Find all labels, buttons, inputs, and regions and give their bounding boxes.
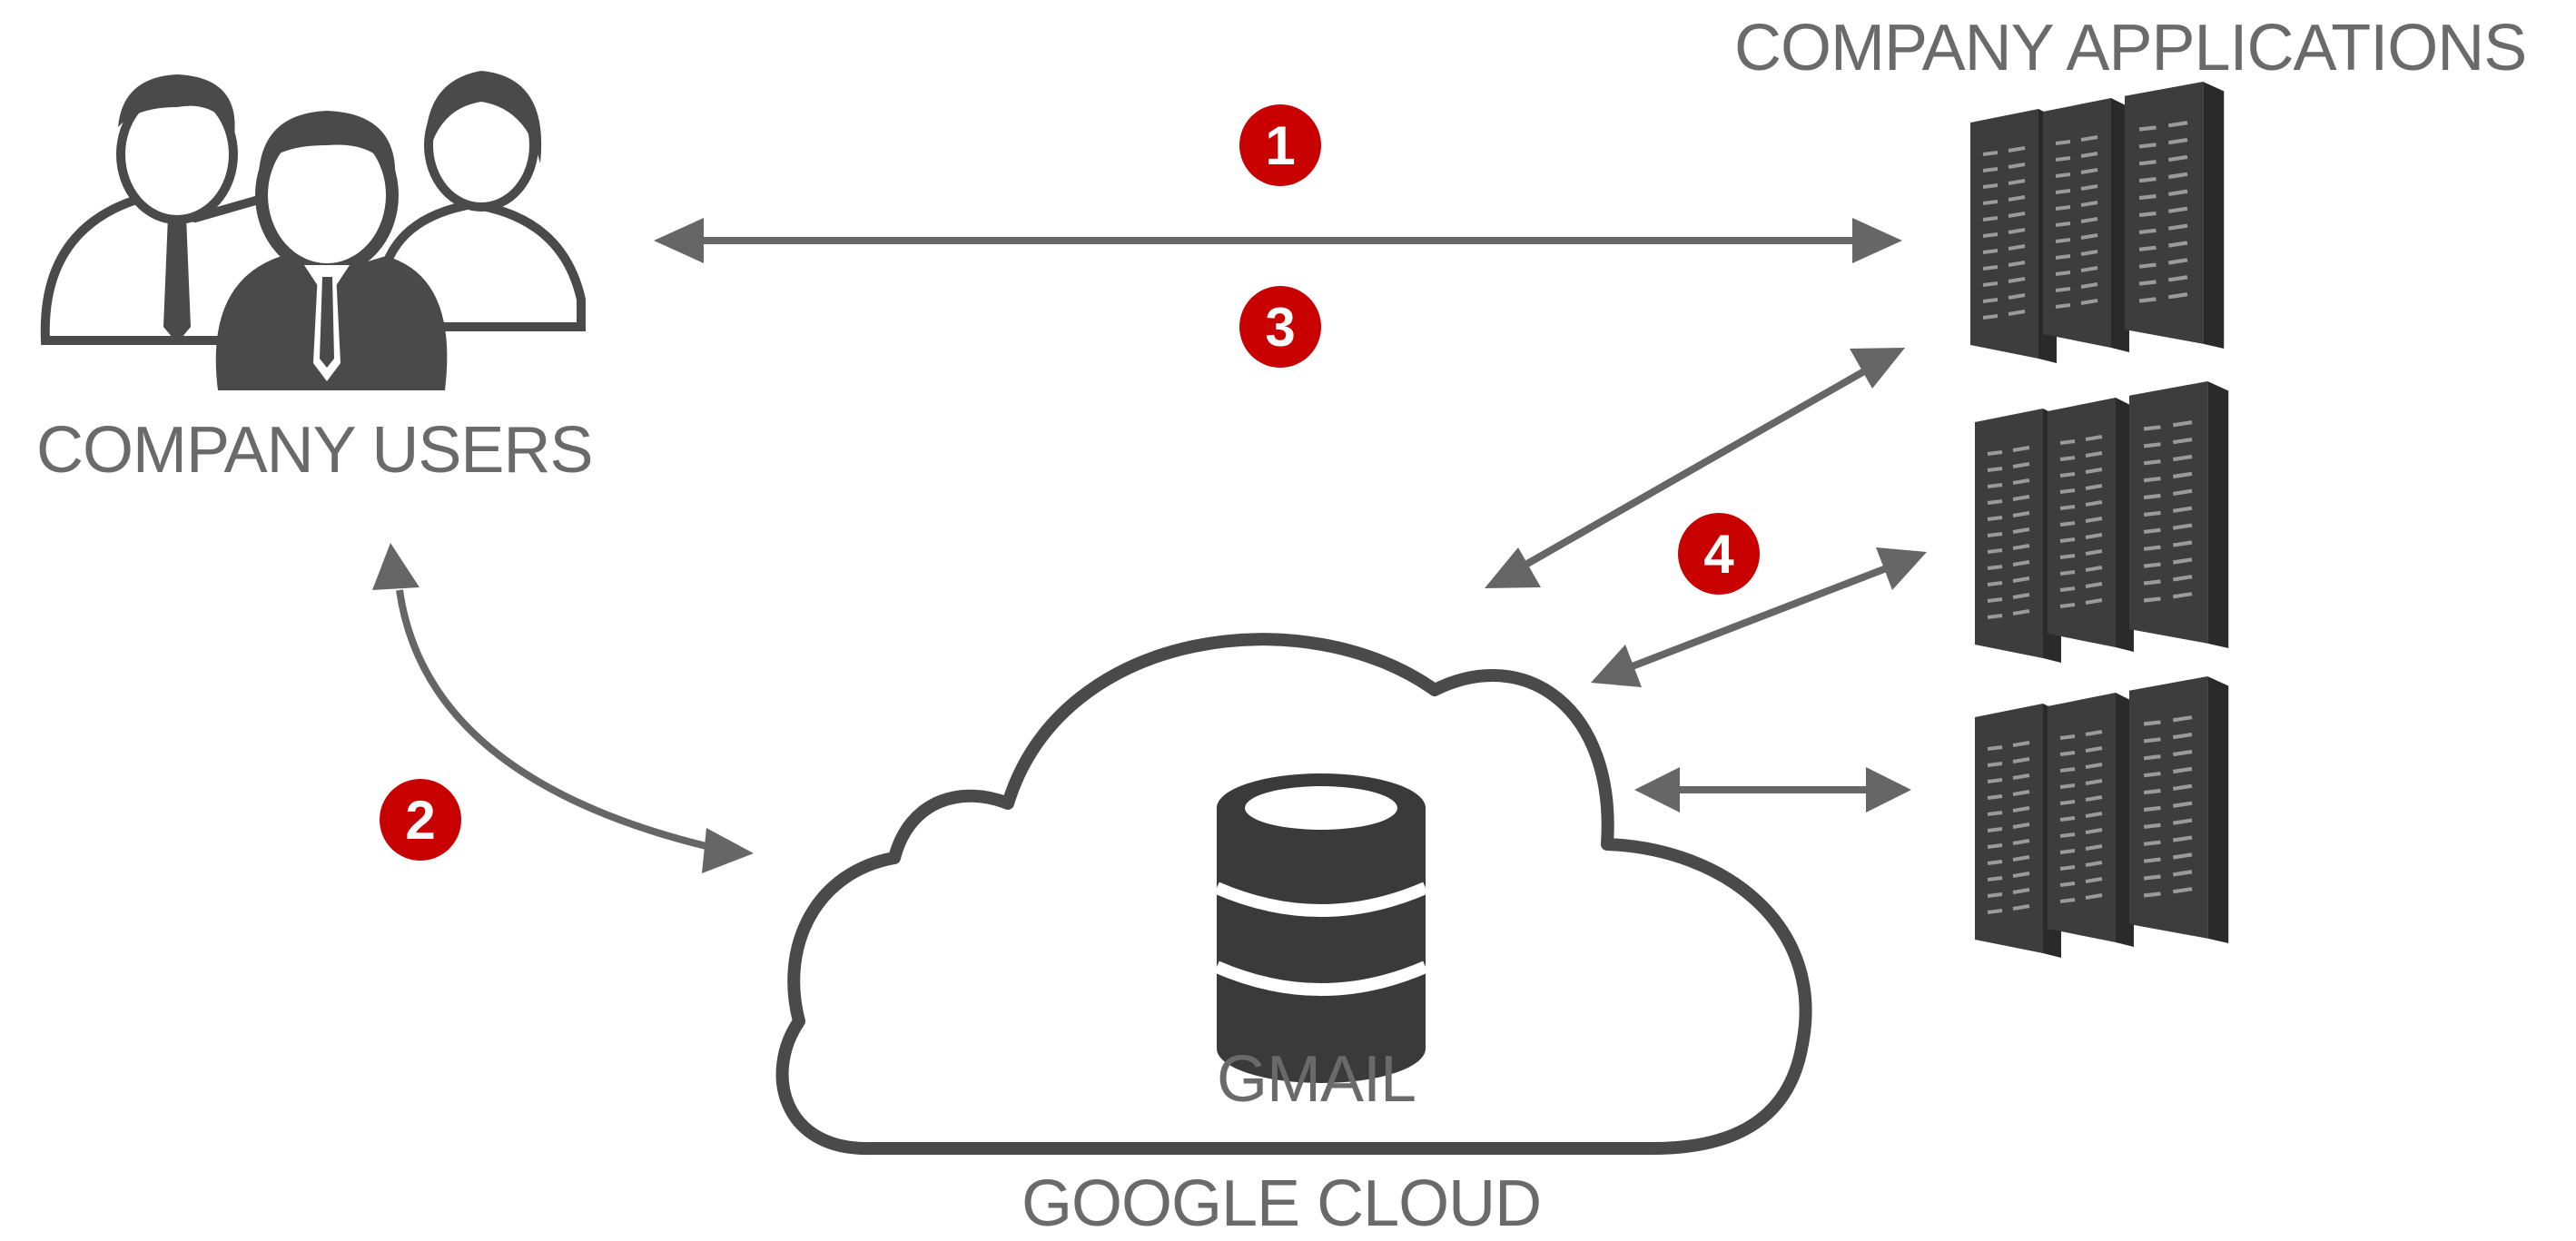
server-rack-icon (1975, 676, 2228, 958)
step-badge-2: 2 (380, 779, 461, 861)
arrow-cloud-app-1 (1519, 364, 1872, 571)
server-rack-icon (1975, 381, 2228, 663)
company-applications-label: COMPANY APPLICATIONS (1734, 12, 2527, 84)
step-badge-4: 4 (1678, 513, 1760, 595)
step-badge-3: 3 (1239, 286, 1321, 368)
gmail-label: GMAIL (1217, 1043, 1416, 1116)
google-cloud-label: GOOGLE CLOUD (1022, 1167, 1542, 1240)
connection-arrows (372, 218, 1927, 873)
arrow-users-cloud (396, 589, 718, 852)
arrow-cloud-app-2 (1628, 564, 1890, 671)
company-users-label: COMPANY USERS (36, 414, 593, 487)
server-rack-icon (1970, 82, 2224, 363)
people-group-icon (40, 71, 586, 390)
database-icon (1214, 773, 1428, 1083)
step-badge-1: 1 (1239, 104, 1321, 186)
